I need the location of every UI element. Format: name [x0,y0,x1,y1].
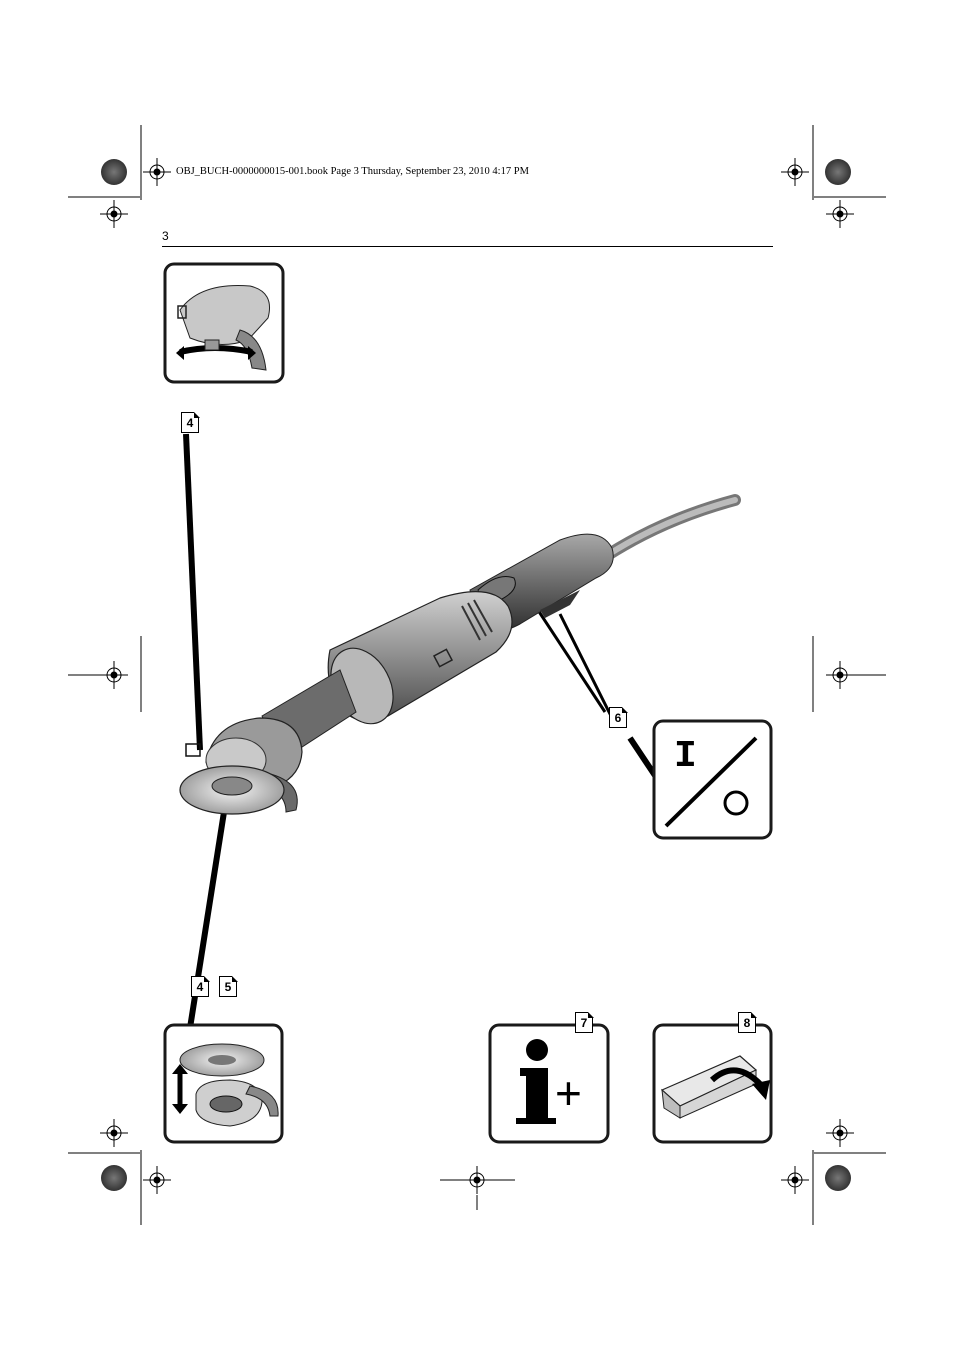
guard-adjustment-panel [163,262,285,384]
crosshair-bottom-right-1 [781,1166,809,1194]
crosshair-bottom-right-2 [826,1119,854,1147]
page-number: 3 [162,229,169,243]
registration-rosette-top-right [825,159,851,185]
reference-box-disc-b: 5 [219,975,238,997]
info-i-dot-icon [526,1039,548,1061]
crosshair-bottom-left-1 [100,1119,128,1147]
angle-grinder-illustration [179,494,741,815]
crosshair-top-right-1 [781,158,809,186]
disc-mounting-panel [163,1023,284,1144]
info-plus-symbol: + [555,1067,582,1119]
reference-box-info: 7 [575,1011,594,1033]
crosshair-mid-right [826,661,854,689]
registration-rosette-bottom-right [825,1165,851,1191]
reference-box-disc-a: 4 [191,975,210,997]
crosshair-top-left-2 [100,200,128,228]
registration-rosette-bottom-left [101,1165,127,1191]
registration-rosette-top-left [101,159,127,185]
on-off-switch-panel [652,719,773,840]
book-header-line: OBJ_BUCH-0000000015-001.book Page 3 Thur… [176,166,529,177]
leader-lines [183,433,661,1029]
crop-marks [68,125,886,1225]
crosshair-mid-left [100,661,128,689]
crosshair-top-left-1 [143,158,171,186]
reference-box-packaging: 8 [738,1011,757,1033]
header-rule [162,246,773,247]
reference-box-switch: 6 [609,706,628,728]
information-panel [488,1023,610,1144]
packaging-panel [652,1023,773,1144]
reference-box-guard: 4 [181,411,200,433]
off-circle-icon [723,790,749,816]
crosshair-top-right-2 [826,200,854,228]
switch-on-symbol: I [674,735,697,778]
info-i-stem-icon [516,1068,556,1124]
crosshair-bottom-left-2 [143,1166,171,1194]
